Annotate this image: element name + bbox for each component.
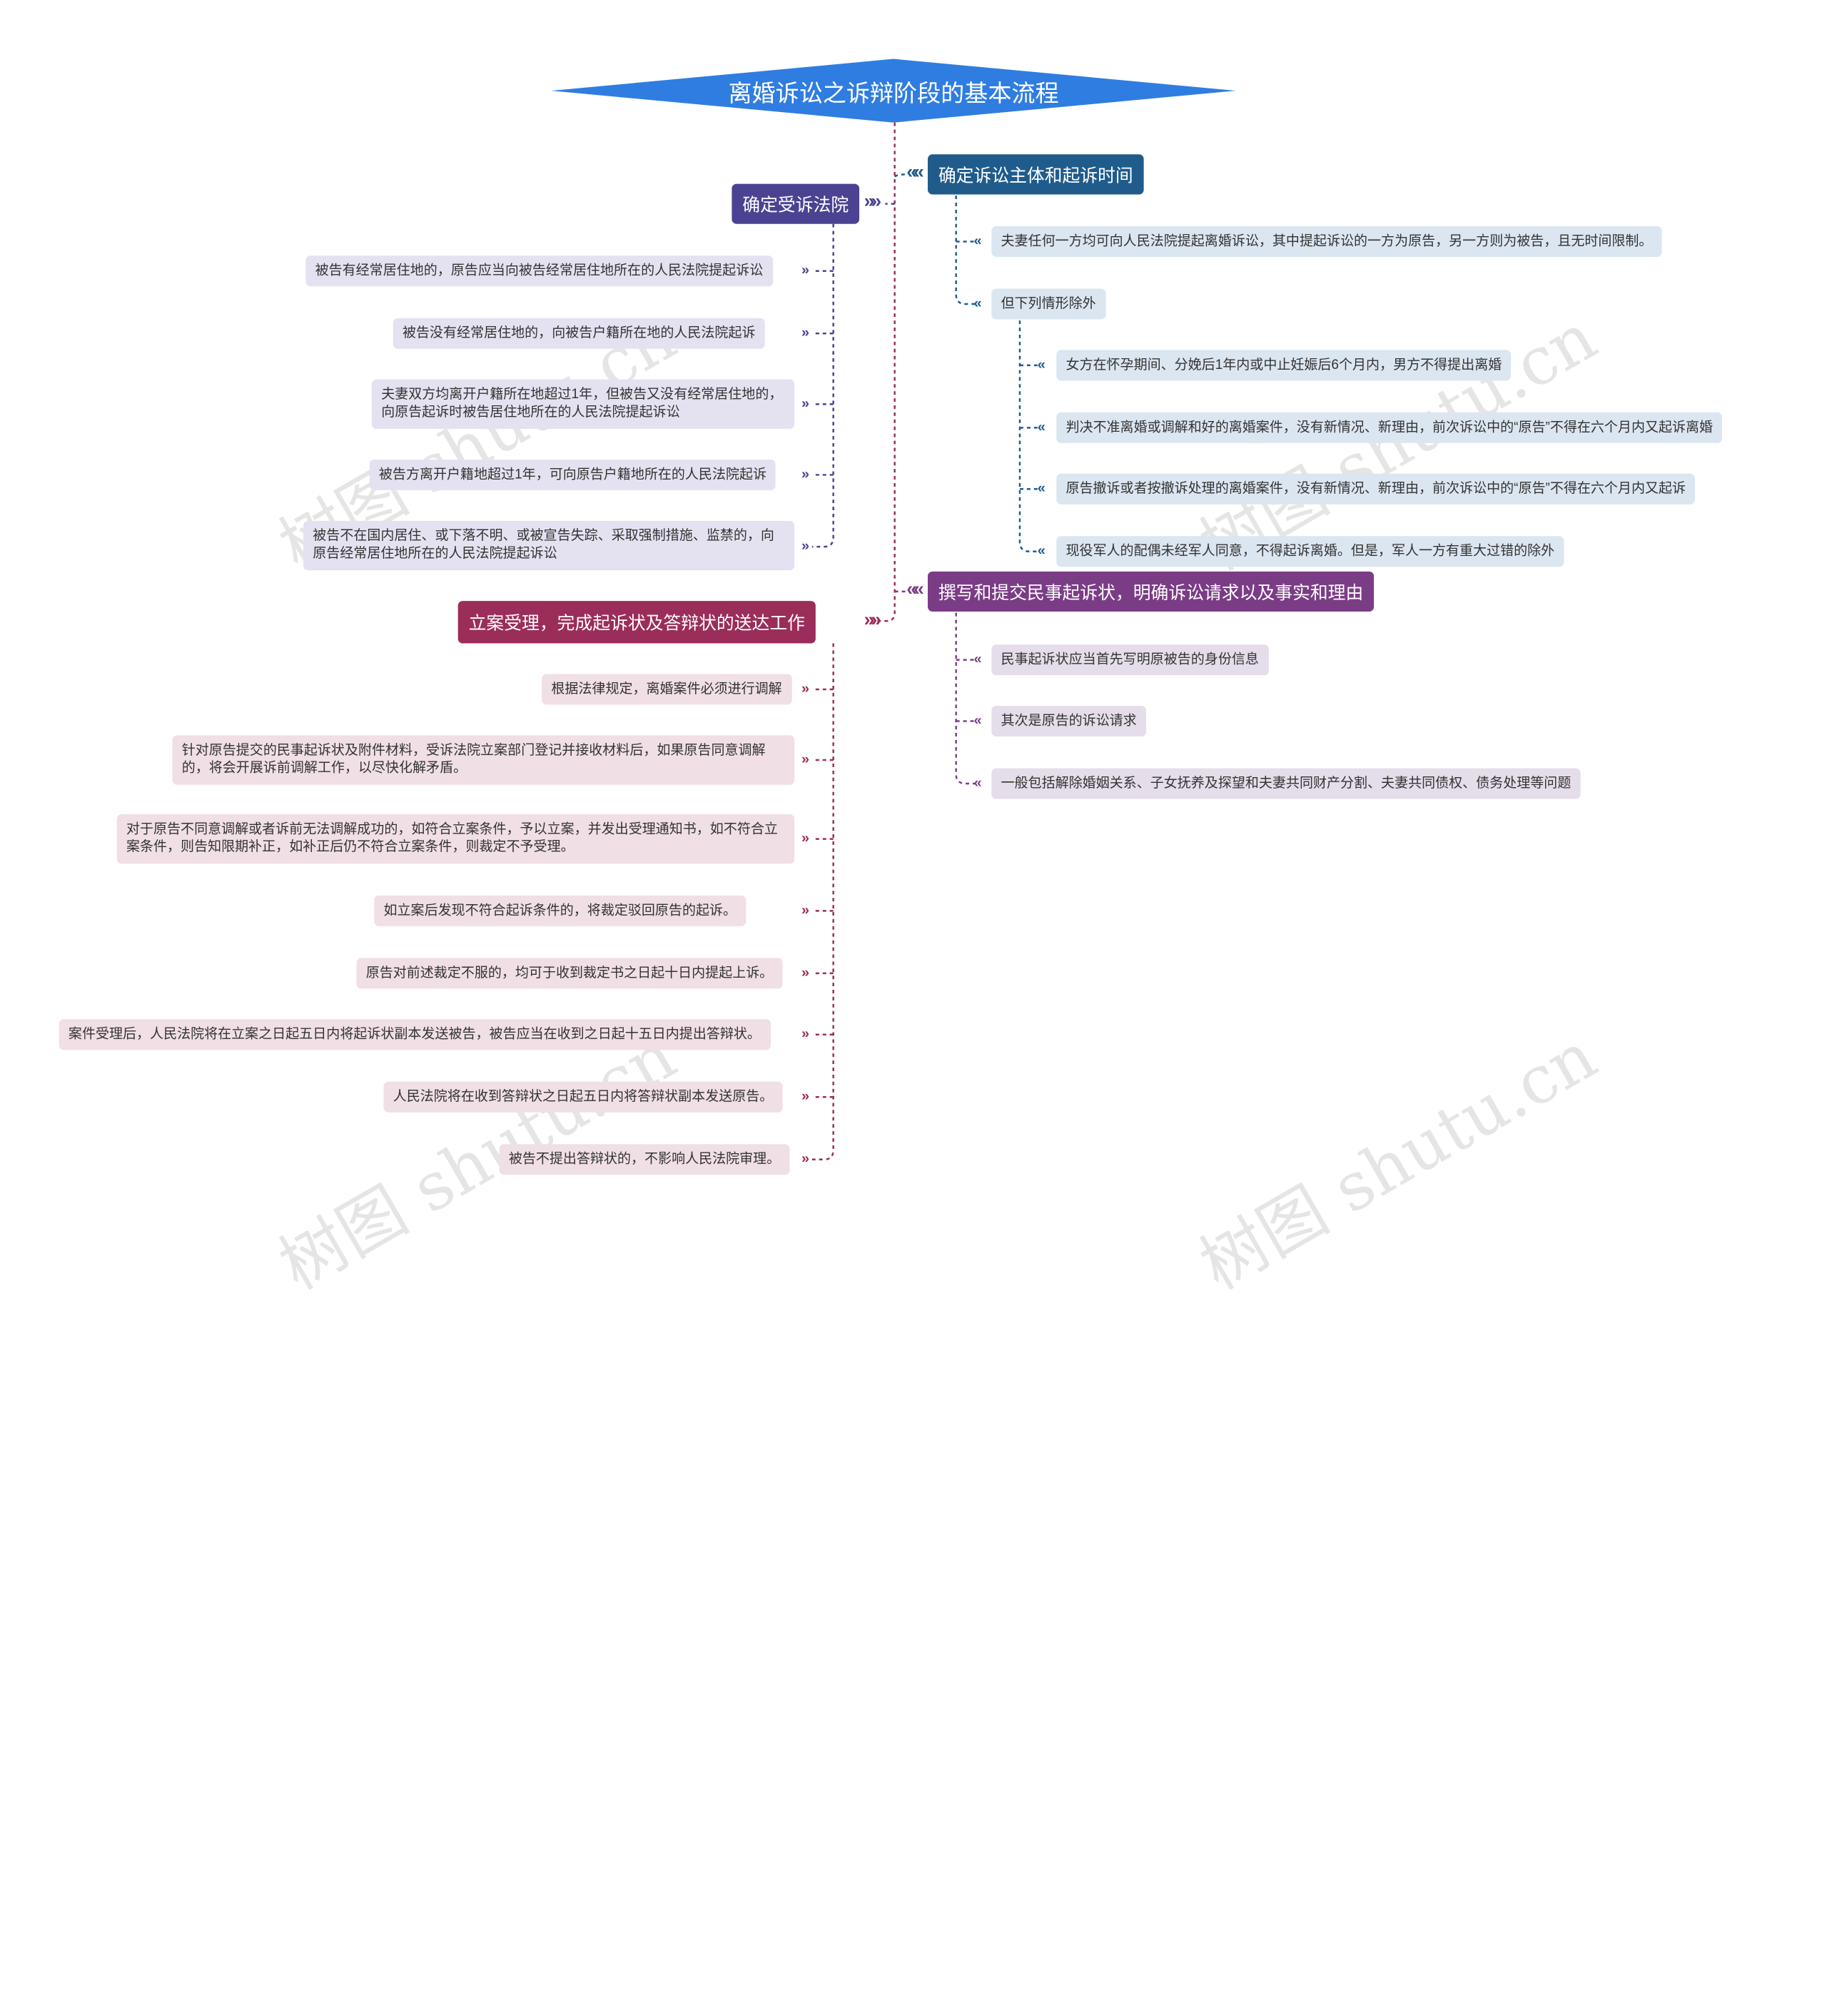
root-topic[interactable]: 离婚诉讼之诉辩阶段的基本流程 — [551, 59, 1236, 123]
leaf-text: 案件受理后，人民法院将在立案之日起五日内将起诉状副本发送被告，被告应当在收到之日… — [68, 1027, 761, 1041]
arrow-icon: » — [801, 395, 809, 412]
collapse-icon[interactable]: «« — [906, 162, 923, 183]
arrow-icon: » — [801, 1025, 809, 1042]
collapse-icon[interactable]: «« — [906, 579, 923, 600]
arrow-icon: » — [801, 1088, 809, 1105]
leaf-text: 其次是原告的诉讼请求 — [1001, 713, 1137, 728]
exception-item-3[interactable]: 原告撤诉或者按撤诉处理的离婚案件，没有新情况、新理由，前次诉讼中的“原告”不得在… — [1056, 473, 1696, 505]
leaf-text: 人民法院将在收到答辩状之日起五日内将答辩状副本发送原告。 — [393, 1089, 774, 1104]
arrow-icon: « — [973, 711, 981, 729]
exception-item-1[interactable]: 女方在怀孕期间、分娩后1年内或中止妊娠后6个月内，男方不得提出离婚 — [1056, 350, 1512, 381]
root-title: 离婚诉讼之诉辩阶段的基本流程 — [728, 81, 1059, 107]
court-item-2[interactable]: 被告没有经常居住地的，向被告户籍所在地的人民法院起诉 — [393, 318, 765, 349]
arrow-icon: » — [801, 261, 809, 278]
arrow-icon: » — [801, 465, 809, 482]
filing-item-7[interactable]: 人民法院将在收到答辩状之日起五日内将答辩状副本发送原告。 — [383, 1081, 783, 1113]
court-item-4[interactable]: 被告方离开户籍地超过1年，可向原告户籍地所在的人民法院起诉 — [369, 459, 776, 490]
arrow-icon: « — [1037, 418, 1046, 435]
leaf-text: 被告不提出答辩状的，不影响人民法院审理。 — [508, 1152, 781, 1166]
filing-item-4[interactable]: 如立案后发现不符合起诉条件的，将裁定驳回原告的起诉。 — [374, 895, 747, 926]
branch-court-label: 确定受诉法院 — [742, 195, 849, 216]
branch-subject-label: 确定诉讼主体和起诉时间 — [938, 165, 1133, 186]
watermark: 树图 shutu.cn — [1188, 1018, 1609, 1305]
leaf-text: 但下列情形除外 — [1001, 296, 1096, 311]
arrow-icon: « — [973, 650, 981, 667]
arrow-icon: « — [973, 294, 981, 311]
arrow-icon: » — [801, 537, 809, 554]
root-shape — [551, 59, 1236, 123]
arrow-icon: « — [1037, 542, 1046, 559]
arrow-icon: « — [1037, 355, 1046, 373]
filing-item-1[interactable]: 根据法律规定，离婚案件必须进行调解 — [542, 674, 791, 705]
leaf-text: 民事起诉状应当首先写明原被告的身份信息 — [1001, 652, 1259, 667]
exception-item-2[interactable]: 判决不准离婚或调解和好的离婚案件，没有新情况、新理由，前次诉讼中的“原告”不得在… — [1056, 412, 1723, 443]
leaf-text: 女方在怀孕期间、分娩后1年内或中止妊娠后6个月内，男方不得提出离婚 — [1066, 358, 1502, 372]
leaf-text: 针对原告提交的民事起诉状及附件材料，受诉法院立案部门登记并接收材料后，如果原告同… — [181, 743, 766, 776]
leaf-text: 被告有经常居住地的，原告应当向被告经常居住地所在的人民法院提起诉讼 — [315, 263, 764, 278]
branch-subject[interactable]: 确定诉讼主体和起诉时间 — [927, 154, 1144, 195]
collapse-icon[interactable]: »» — [864, 192, 881, 213]
leaf-text: 夫妻任何一方均可向人民法院提起离婚诉讼，其中提起诉讼的一方为原告，另一方则为被告… — [1001, 233, 1653, 248]
exception-item-4[interactable]: 现役军人的配偶未经军人同意，不得起诉离婚。但是，军人一方有重大过错的除外 — [1056, 536, 1564, 567]
leaf-text: 现役军人的配偶未经军人同意，不得起诉离婚。但是，军人一方有重大过错的除外 — [1066, 544, 1555, 558]
filing-item-2[interactable]: 针对原告提交的民事起诉状及附件材料，受诉法院立案部门登记并接收材料后，如果原告同… — [172, 735, 795, 785]
arrow-icon: » — [801, 901, 809, 918]
arrow-icon: « — [973, 232, 981, 249]
filing-item-3[interactable]: 对于原告不同意调解或者诉前无法调解成功的，如符合立案条件，予以立案，并发出受理通… — [116, 814, 795, 864]
arrow-icon: » — [801, 750, 809, 767]
leaf-text: 被告不在国内居住、或下落不明、或被宣告失踪、采取强制措施、监禁的，向原告经常居住… — [313, 529, 774, 561]
leaf-text: 对于原告不同意调解或者诉前无法调解成功的，如符合立案条件，予以立案，并发出受理通… — [126, 822, 778, 855]
branch-filing[interactable]: 立案受理，完成起诉状及答辩状的送达工作 — [457, 601, 816, 644]
branch-complaint-label: 撰写和提交民事起诉状，明确诉讼请求以及事实和理由 — [938, 582, 1364, 603]
subject-item-1[interactable]: 夫妻任何一方均可向人民法院提起离婚诉讼，其中提起诉讼的一方为原告，另一方则为被告… — [991, 226, 1662, 257]
arrow-icon: » — [801, 963, 809, 981]
arrow-icon: « — [973, 774, 981, 791]
court-item-5[interactable]: 被告不在国内居住、或下落不明、或被宣告失踪、采取强制措施、监禁的，向原告经常居住… — [303, 520, 795, 571]
collapse-icon[interactable]: »» — [864, 610, 881, 631]
leaf-text: 根据法律规定，离婚案件必须进行调解 — [551, 682, 782, 697]
leaf-text: 原告对前述裁定不服的，均可于收到裁定书之日起十日内提起上诉。 — [365, 966, 774, 980]
leaf-text: 如立案后发现不符合起诉条件的，将裁定驳回原告的起诉。 — [383, 903, 737, 918]
arrow-icon: « — [1037, 480, 1046, 497]
branch-court[interactable]: 确定受诉法院 — [732, 183, 860, 224]
arrow-icon: » — [801, 324, 809, 341]
leaf-text: 原告撤诉或者按撤诉处理的离婚案件，没有新情况、新理由，前次诉讼中的“原告”不得在… — [1066, 481, 1686, 496]
leaf-text: 被告方离开户籍地超过1年，可向原告户籍地所在的人民法院起诉 — [378, 467, 767, 482]
filing-item-8[interactable]: 被告不提出答辩状的，不影响人民法院审理。 — [499, 1144, 790, 1175]
filing-item-6[interactable]: 案件受理后，人民法院将在立案之日起五日内将起诉状副本发送被告，被告应当在收到之日… — [59, 1019, 771, 1050]
branch-complaint[interactable]: 撰写和提交民事起诉状，明确诉讼请求以及事实和理由 — [927, 571, 1375, 612]
court-item-3[interactable]: 夫妻双方均离开户籍所在地超过1年，但被告又没有经常居住地的，向原告起诉时被告居住… — [371, 379, 795, 430]
arrow-icon: » — [801, 829, 809, 846]
subject-item-2[interactable]: 但下列情形除外 — [991, 288, 1105, 320]
branch-filing-label: 立案受理，完成起诉状及答辩状的送达工作 — [468, 613, 805, 634]
arrow-icon: » — [801, 1150, 809, 1167]
complaint-item-1[interactable]: 民事起诉状应当首先写明原被告的身份信息 — [991, 644, 1269, 676]
court-item-1[interactable]: 被告有经常居住地的，原告应当向被告经常居住地所在的人民法院提起诉讼 — [305, 255, 773, 287]
complaint-item-2[interactable]: 其次是原告的诉讼请求 — [991, 706, 1146, 736]
complaint-item-3[interactable]: 一般包括解除婚姻关系、子女抚养及探望和夫妻共同财产分割、夫妻共同债权、债务处理等… — [991, 768, 1581, 799]
arrow-icon: » — [801, 679, 809, 697]
leaf-text: 夫妻双方均离开户籍所在地超过1年，但被告又没有经常居住地的，向原告起诉时被告居住… — [381, 388, 783, 420]
filing-item-5[interactable]: 原告对前述裁定不服的，均可于收到裁定书之日起十日内提起上诉。 — [356, 958, 783, 989]
leaf-text: 被告没有经常居住地的，向被告户籍所在地的人民法院起诉 — [402, 325, 756, 340]
leaf-text: 一般包括解除婚姻关系、子女抚养及探望和夫妻共同财产分割、夫妻共同债权、债务处理等… — [1001, 776, 1572, 791]
leaf-text: 判决不准离婚或调解和好的离婚案件，没有新情况、新理由，前次诉讼中的“原告”不得在… — [1066, 420, 1714, 435]
